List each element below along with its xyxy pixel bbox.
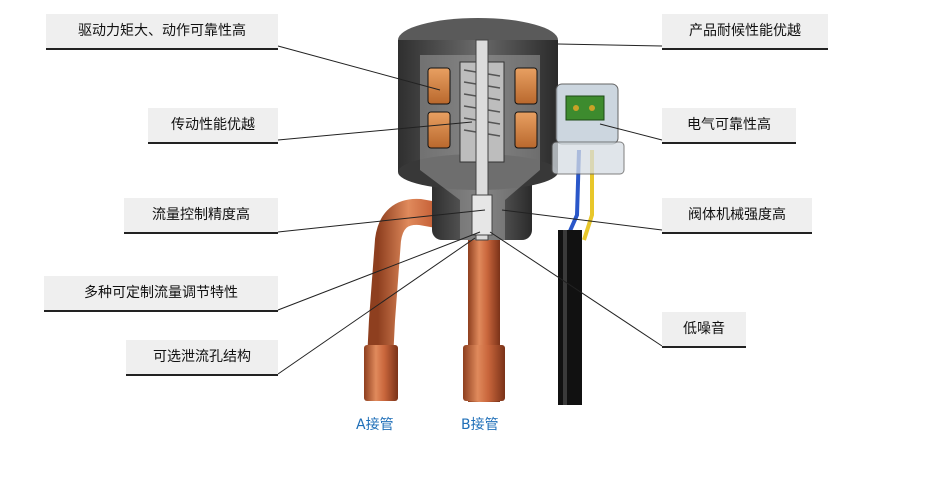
coil-right-top bbox=[514, 67, 538, 105]
label-flow-precision: 流量控制精度高 bbox=[124, 198, 278, 234]
coil-left-bottom bbox=[427, 111, 451, 149]
pipe-a-end bbox=[364, 345, 398, 401]
pipe-b-end bbox=[463, 345, 505, 401]
label-weather-resistance: 产品耐候性能优越 bbox=[662, 14, 828, 50]
leader-lines bbox=[277, 43, 663, 375]
label-drive-torque: 驱动力矩大、动作可靠性高 bbox=[46, 14, 278, 50]
cable-black bbox=[558, 230, 582, 405]
label-body-strength: 阀体机械强度高 bbox=[662, 198, 812, 234]
label-electrical-reliability: 电气可靠性高 bbox=[662, 108, 796, 144]
pipe-a bbox=[365, 198, 468, 401]
label-low-noise: 低噪音 bbox=[662, 312, 746, 348]
pipe-a-label: A接管 bbox=[356, 417, 394, 433]
shaft bbox=[475, 39, 489, 241]
label-bleed-hole: 可选泄流孔结构 bbox=[126, 340, 278, 376]
coil-left-top bbox=[427, 67, 451, 105]
label-transmission: 传动性能优越 bbox=[148, 108, 278, 144]
label-custom-flow: 多种可定制流量调节特性 bbox=[44, 276, 278, 312]
pipe-b-label: B接管 bbox=[461, 417, 499, 433]
coil-right-bottom bbox=[514, 111, 538, 149]
